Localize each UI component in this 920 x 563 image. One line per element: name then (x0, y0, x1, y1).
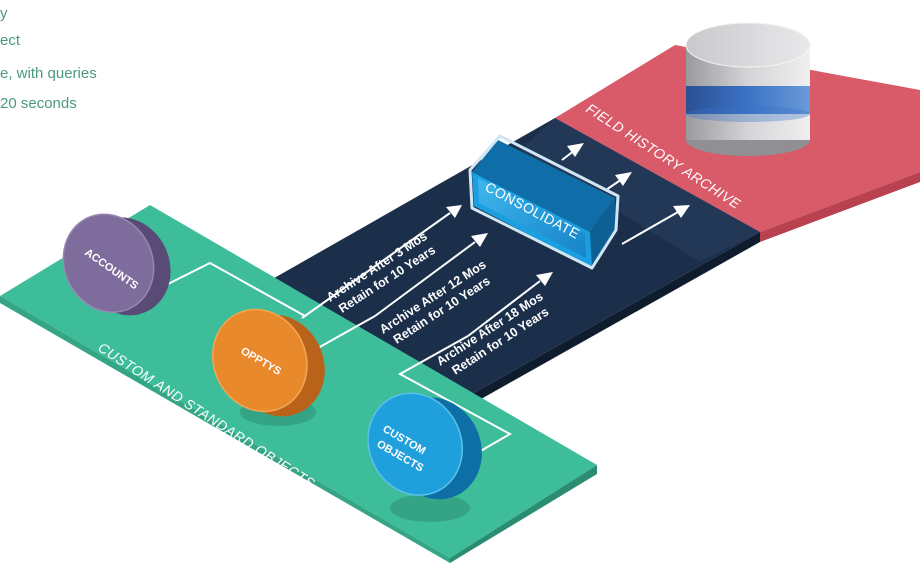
database-icon (685, 22, 811, 156)
output-arrows (561, 143, 690, 245)
note-line-4: 20 seconds (0, 95, 77, 112)
flow-line-accounts (161, 261, 306, 317)
objects-platform-edge (450, 465, 597, 563)
consolidate-block: CONSOLIDATE (468, 134, 620, 270)
note-line-1: y (0, 5, 8, 22)
flow-line-custom (397, 335, 513, 461)
archive-band-edge (465, 232, 760, 408)
archive-band-highlight (520, 118, 760, 262)
opptys-cylinder: OPPTYS (212, 308, 325, 426)
objects-platform-edge-left (0, 296, 450, 563)
policy-arrows (301, 205, 553, 337)
note-line-3: e, with queries (0, 65, 97, 82)
custom-objects-cylinder: CUSTOM OBJECTS (367, 392, 482, 522)
note-line-2: ect (0, 32, 21, 49)
flow-line-opptys (317, 315, 376, 349)
field-history-band-edge (760, 172, 920, 242)
accounts-cylinder: ACCOUNTS (62, 213, 171, 316)
